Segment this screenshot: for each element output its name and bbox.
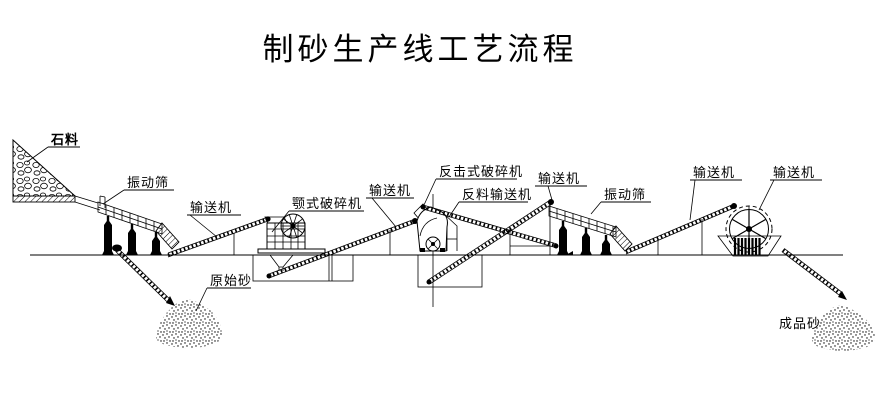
raw-sand-conveyor-figure (115, 248, 175, 306)
vibrating-screen-right-figure (548, 204, 633, 255)
screen-left-text: 振动筛 (127, 175, 169, 190)
conveyor-1-text: 输送机 (190, 200, 232, 215)
stone-material-text: 石料 (50, 132, 79, 147)
screen-right-text: 振动筛 (604, 187, 646, 202)
return-conveyor-figure (420, 204, 573, 255)
conveyor-2-figure (266, 218, 418, 279)
raw-sand-pile-figure (155, 299, 223, 349)
conveyor-4-text: 输送机 (693, 165, 735, 180)
label-conveyor-4: 输送机 (689, 165, 742, 221)
sand-washer-figure (717, 205, 782, 257)
label-raw-sand: 原始砂 (195, 273, 252, 312)
label-impact-crusher: 反击式破碎机 (423, 164, 523, 206)
raw-sand-text: 原始砂 (210, 273, 252, 288)
label-finished-sand: 成品砂 (779, 316, 821, 331)
conveyor-5-text: 输送机 (773, 165, 815, 180)
finished-sand-pile-figure (811, 305, 875, 351)
vibrating-screen-left-figure (97, 195, 180, 255)
conveyor-2-text: 输送机 (369, 183, 411, 198)
stone-stockpile-figure (12, 138, 101, 211)
label-conveyor-5: 输送机 (758, 165, 822, 211)
conveyor-3-text: 输送机 (538, 171, 580, 186)
conveyor-1-figure (167, 216, 271, 258)
jaw-crusher-text: 颚式破碎机 (292, 196, 362, 211)
jaw-crusher-figure (252, 213, 354, 282)
label-conveyor-3: 输送机 (535, 171, 587, 201)
label-screen-right: 振动筛 (590, 187, 651, 215)
conveyor-4-figure (625, 203, 737, 255)
diagram-title: 制砂生产线工艺流程 (263, 32, 578, 67)
discharge-conveyor-figure (781, 248, 847, 300)
label-jaw-crusher: 颚式破碎机 (271, 196, 364, 233)
impact-crusher-figure (413, 194, 483, 307)
label-stone-material: 石料 (26, 132, 80, 163)
conveyor-3-figure (426, 199, 554, 285)
impact-crusher-text: 反击式破碎机 (439, 164, 523, 179)
label-screen-left: 振动筛 (102, 175, 174, 205)
finished-sand-text: 成品砂 (779, 316, 821, 331)
label-conveyor-1: 输送机 (187, 200, 241, 238)
return-conveyor-text: 反料输送机 (462, 187, 532, 202)
label-conveyor-2: 输送机 (366, 183, 414, 228)
label-return-conveyor: 反料输送机 (448, 187, 532, 218)
